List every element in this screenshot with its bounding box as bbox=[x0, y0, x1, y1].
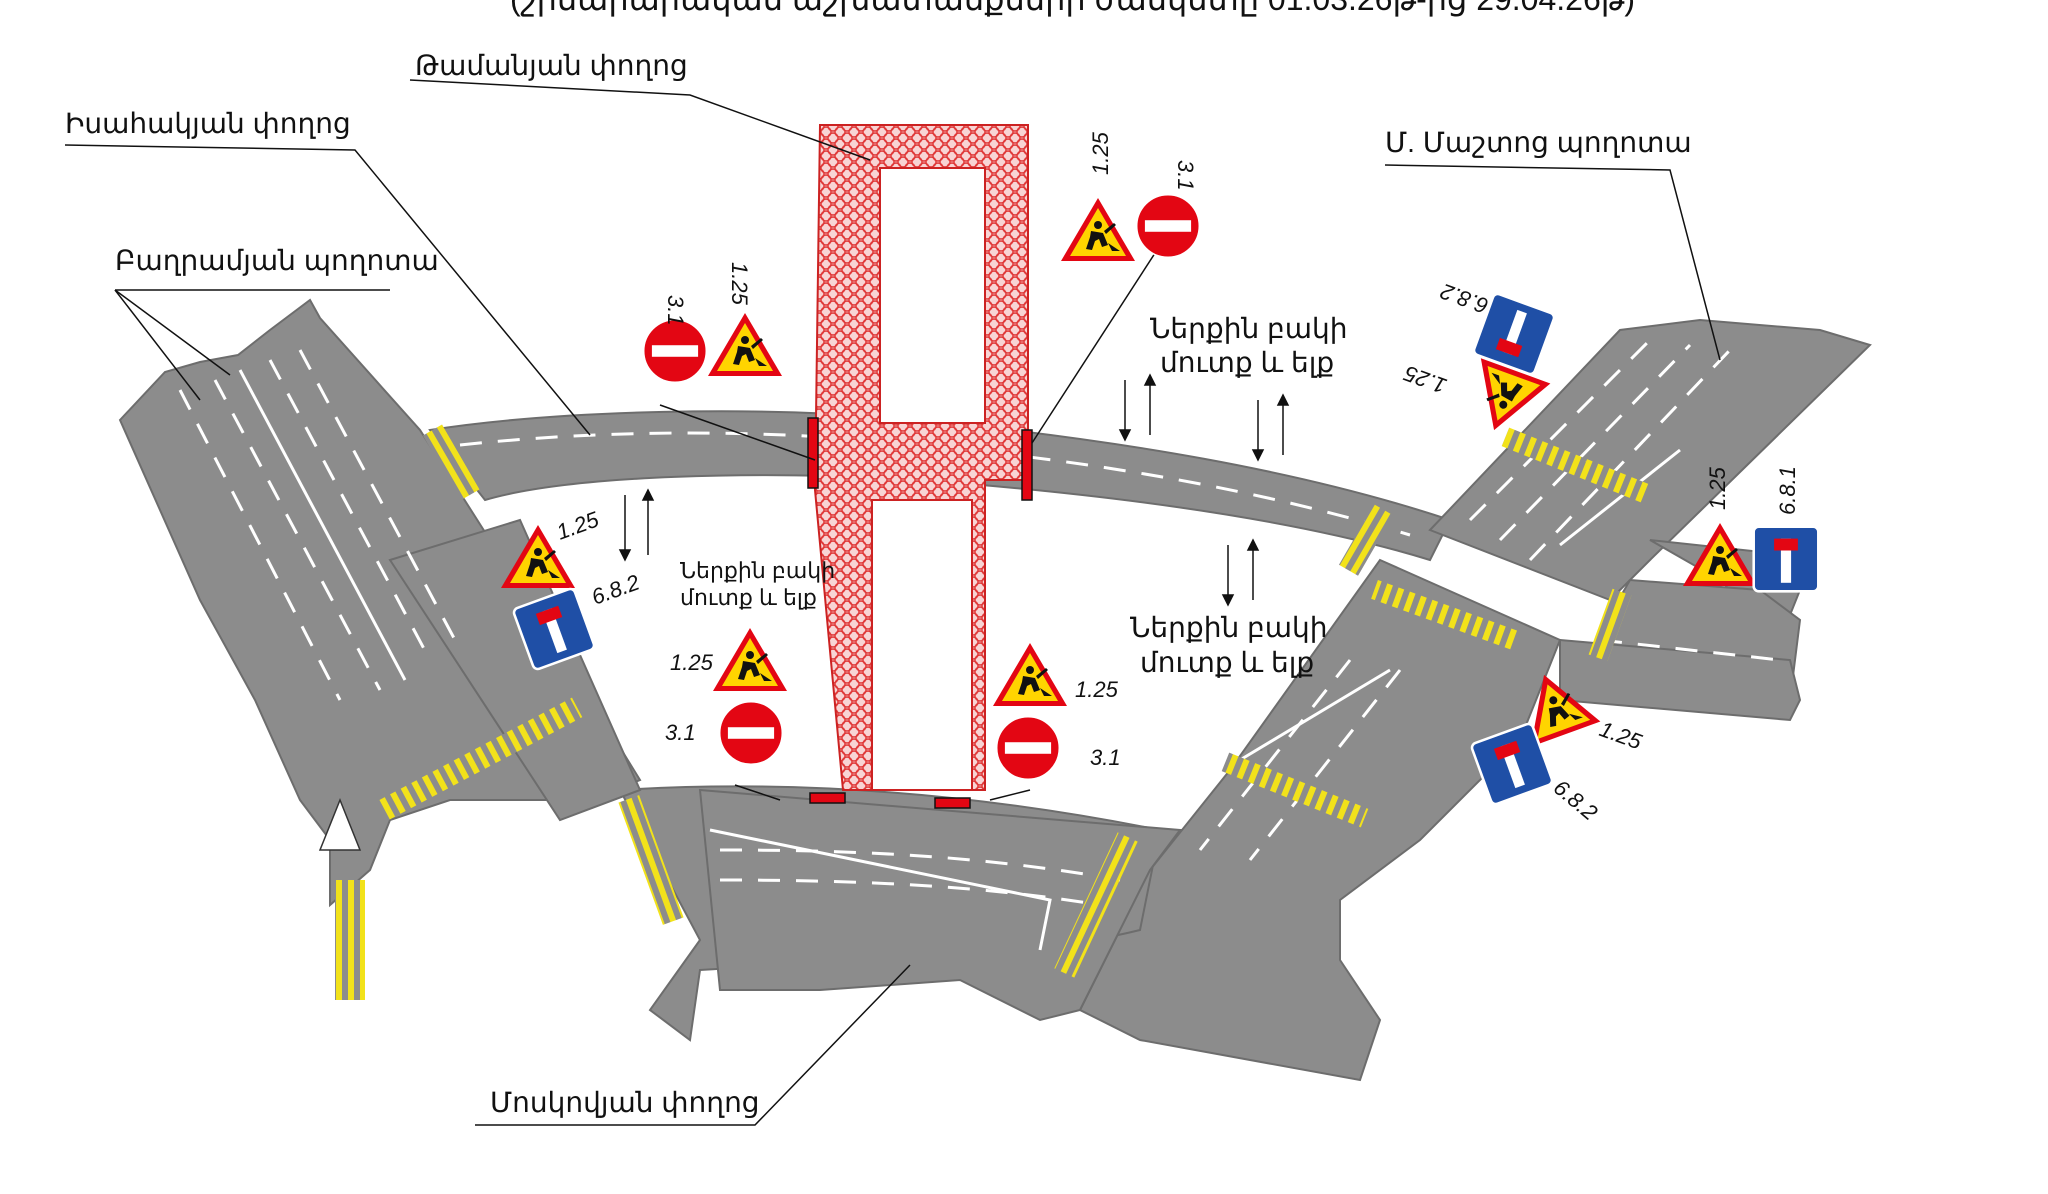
sign-code-roadworks: 1.25 bbox=[727, 262, 752, 306]
sign-code-roadworks: 1.25 bbox=[1075, 677, 1119, 702]
yield-triangle-marking bbox=[318, 797, 362, 851]
sign-code-no-entry: 3.1 bbox=[665, 720, 696, 745]
sign-code-dead-end: 6.8.1 bbox=[1775, 466, 1800, 515]
crosswalk-baghramyan bbox=[377, 697, 583, 821]
dead-end-sign bbox=[1752, 525, 1820, 593]
direction-arrows bbox=[618, 373, 1290, 607]
crosswalk-moskovyan-left bbox=[618, 795, 684, 925]
no-entry-sign bbox=[995, 715, 1061, 781]
lane-markings bbox=[178, 338, 1781, 907]
crosswalk-mashtots-top bbox=[1501, 427, 1649, 503]
crosswalk-mashtots-mid bbox=[1371, 579, 1519, 651]
crosswalks bbox=[335, 424, 1649, 1000]
crosswalk-lower-right bbox=[1221, 752, 1369, 828]
sign-code-no-entry: 3.1 bbox=[1173, 160, 1198, 191]
sign-code-roadworks: 1.25 bbox=[1088, 131, 1113, 175]
roadworks-sign bbox=[993, 643, 1067, 706]
sign-code-dead-end: 6.8.2 bbox=[1549, 775, 1603, 826]
sign-code-dead-end: 6.8.2 bbox=[1437, 279, 1492, 319]
sign-code-roadworks: 1.25 bbox=[1596, 716, 1646, 754]
inner-yard-note-top-2: մուտք և ելք bbox=[1160, 347, 1334, 378]
crosswalk-isahakyan-left bbox=[422, 424, 480, 501]
barrier-right bbox=[1021, 429, 1033, 501]
sign-code-no-entry: 3.1 bbox=[1090, 745, 1121, 770]
street-label-isahakyan: Իսահակյան փողոց bbox=[65, 108, 351, 139]
no-entry-sign bbox=[642, 318, 708, 384]
barrier-bottom-right bbox=[934, 797, 971, 809]
header-text: (շինարարական աշխատանքների ժամկետը 01.03.… bbox=[510, 0, 1635, 17]
sign-code-roadworks: 1.25 bbox=[1705, 466, 1730, 510]
sign-code-roadworks: 1.25 bbox=[670, 650, 714, 675]
inner-yard-note-right-1: Ներքին բակի bbox=[1130, 612, 1328, 643]
inner-yard-note-top-1: Ներքին բակի bbox=[1150, 313, 1348, 344]
inner-yard-note-right-2: մուտք և ելք bbox=[1140, 647, 1314, 678]
work-zone bbox=[807, 124, 1033, 809]
roadworks-sign bbox=[713, 628, 787, 691]
barrier-bottom-left bbox=[809, 792, 846, 804]
street-label-mashtots: Մ. Մաշտոց պողոտա bbox=[1385, 127, 1692, 158]
crosswalk-baghramyan-2 bbox=[335, 880, 365, 1000]
leader-lines bbox=[64, 79, 1721, 1126]
sign-code-no-entry: 3.1 bbox=[663, 295, 688, 326]
solid-lines bbox=[238, 369, 1681, 951]
work-zone-inner-upper bbox=[879, 167, 986, 424]
no-entry-sign bbox=[718, 700, 784, 766]
crosswalk-right-branch bbox=[1588, 588, 1632, 662]
street-label-thamanyan: Թամանյան փողոց bbox=[415, 50, 688, 81]
barrier-left bbox=[807, 417, 819, 489]
street-label-moskovyan: Մոսկովյան փողոց bbox=[490, 1087, 760, 1118]
inner-yard-note-left-2: մուտք և ելք bbox=[680, 585, 817, 610]
sign-code-dead-end: 6.8.2 bbox=[588, 569, 643, 609]
roadworks-sign bbox=[1061, 198, 1135, 261]
no-entry-sign bbox=[1135, 193, 1201, 259]
crosswalk-isahakyan-right bbox=[1338, 504, 1394, 576]
sign-code-roadworks: 1.25 bbox=[553, 506, 603, 544]
street-label-baghramyan: Բաղրամյան պողոտա bbox=[115, 245, 439, 276]
inner-yard-note-left-1: Ներքին բակի bbox=[680, 558, 835, 583]
work-zone-inner-lower bbox=[871, 499, 973, 791]
crosswalk-moskovyan-right bbox=[1054, 832, 1138, 978]
roadworks-sign bbox=[708, 313, 782, 376]
sign-code-roadworks: 1.25 bbox=[1400, 360, 1450, 398]
